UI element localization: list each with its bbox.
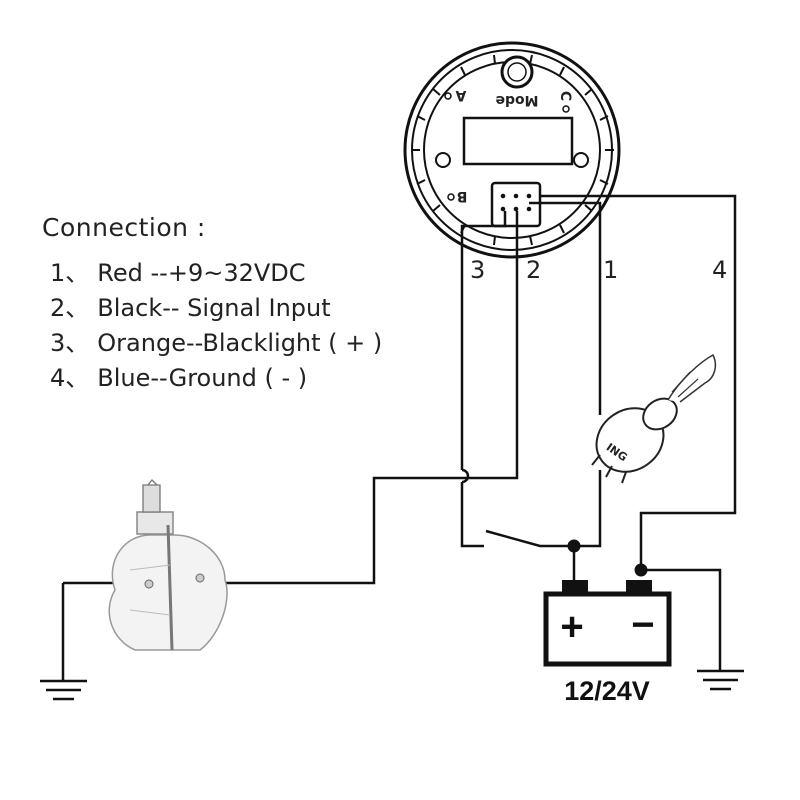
button-c-label: C	[557, 91, 573, 101]
battery-minus: −	[631, 603, 654, 647]
button-a-dot	[573, 152, 589, 168]
legend-item-number: 3	[50, 329, 66, 357]
wire-3-orange	[460, 211, 507, 470]
button-b-label: B	[457, 188, 468, 204]
mode-label: Mode	[495, 92, 538, 108]
mode-button	[500, 55, 534, 89]
ground-icon	[40, 679, 87, 701]
legend-item-number: 1	[50, 259, 66, 287]
legend-item: 2、Black-- Signal Input	[50, 291, 382, 326]
gauge-icon: Mode A B C	[403, 41, 621, 259]
wire-label-4: 4	[712, 256, 727, 284]
legend-item-number: 2	[50, 294, 66, 322]
legend-item-separator: 、	[65, 329, 90, 357]
legend-item-text: Orange--Blacklight ( + )	[97, 329, 383, 357]
legend-item: 4、Blue--Ground ( - )	[50, 361, 382, 396]
legend-item-separator: 、	[65, 259, 90, 287]
wire-label-3: 3	[470, 256, 485, 284]
battery-voltage-label: 12/24V	[564, 676, 650, 706]
legend-item-text: Blue--Ground ( - )	[97, 364, 308, 392]
wire-1-lower	[574, 470, 602, 548]
wire-label-1: 1	[603, 256, 618, 284]
wire-2-black	[200, 211, 519, 585]
switch-blade	[485, 529, 574, 548]
connection-legend: Connection : 1、Red --+9~32VDC 2、Black-- …	[42, 213, 382, 396]
battery-plus: +	[560, 605, 583, 649]
legend-item-text: Black-- Signal Input	[97, 294, 331, 322]
legend-item: 3、Orange--Blacklight ( + )	[50, 326, 382, 361]
wire-4-blue	[540, 194, 737, 570]
legend-item-separator: 、	[65, 294, 90, 322]
legend-title: Connection :	[42, 213, 206, 242]
legend-item: 1、Red --+9~32VDC	[50, 256, 382, 291]
button-a-label: A	[455, 87, 466, 103]
ignition-switch-icon: ING	[591, 353, 717, 484]
legend-item-text: Red --+9~32VDC	[97, 259, 306, 287]
wire-3-lower	[460, 482, 484, 548]
lcd-display	[462, 116, 574, 166]
ground-icon	[697, 669, 744, 691]
float-sensor-icon	[108, 479, 228, 651]
battery-icon: + −	[543, 580, 672, 667]
wire-label-2: 2	[526, 256, 541, 284]
legend-item-number: 4	[50, 364, 66, 392]
legend-item-separator: 、	[65, 364, 90, 392]
wire-1-red	[529, 201, 602, 415]
button-b	[435, 152, 451, 168]
